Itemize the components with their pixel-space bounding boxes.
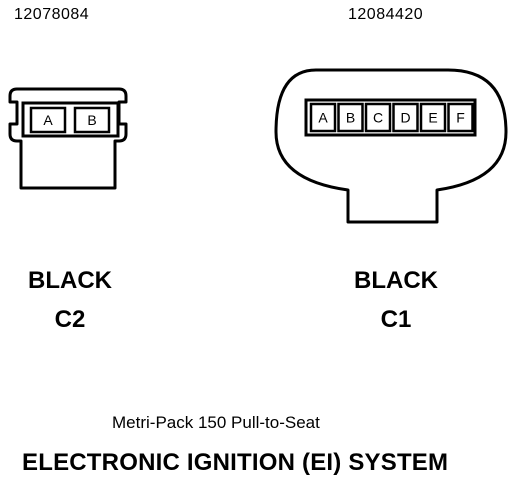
c1-connector-id: C1 [380,306,412,333]
terminal-cavity [29,106,67,134]
terminal-letter: A [318,110,328,126]
c1-connector-face: A B C D E F [274,68,508,224]
terminal-cavity [447,102,474,133]
c2-connector-id: C2 [54,306,86,333]
terminal-cavity [73,106,111,134]
terminal-cavity [309,102,337,133]
terminal-letter: B [346,110,355,126]
c1-color-label: BLACK [354,267,438,294]
terminal-letter: D [400,110,410,126]
terminal-cavity [392,102,419,133]
c2-color-label: BLACK [28,267,112,294]
system-title: ELECTRONIC IGNITION (EI) SYSTEM [22,449,449,476]
terminal-letter: E [428,110,437,126]
terminal-letter: A [43,112,53,128]
connector-type-caption: Metri-Pack 150 Pull-to-Seat [112,413,320,432]
terminal-letter: C [373,110,383,126]
terminal-letter: B [87,112,96,128]
terminal-cavity [364,102,392,133]
terminal-cavity [337,102,364,133]
c2-part-number: 12078084 [14,6,90,23]
terminal-letter: F [456,110,465,126]
c1-part-number: 12084420 [348,6,424,23]
terminal-cavity [419,102,447,133]
